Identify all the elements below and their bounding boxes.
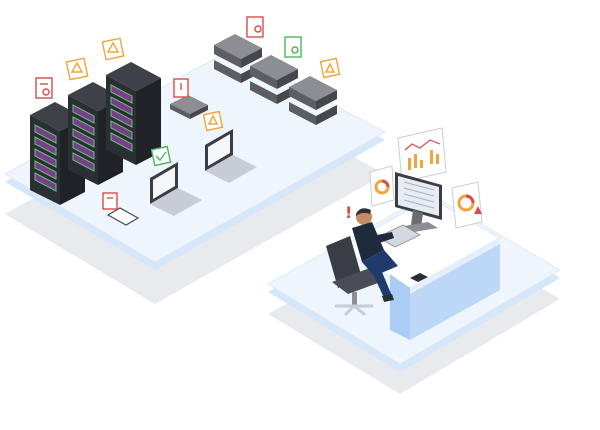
server-rack-icon bbox=[30, 62, 161, 205]
office-chair-icon bbox=[326, 236, 386, 316]
operator-person bbox=[352, 208, 398, 302]
laptop-icon bbox=[150, 129, 257, 216]
certificate-ok-icon bbox=[150, 36, 302, 167]
certificate-warning-icon bbox=[35, 16, 341, 210]
workstation-monitor-icon bbox=[377, 172, 442, 282]
alert-icon: ! bbox=[345, 203, 352, 222]
donut-chart-icon bbox=[369, 165, 483, 229]
smartphone-icon bbox=[106, 207, 140, 226]
stacked-server-icon bbox=[170, 34, 337, 125]
analytics-dashboard-icon bbox=[397, 127, 447, 183]
